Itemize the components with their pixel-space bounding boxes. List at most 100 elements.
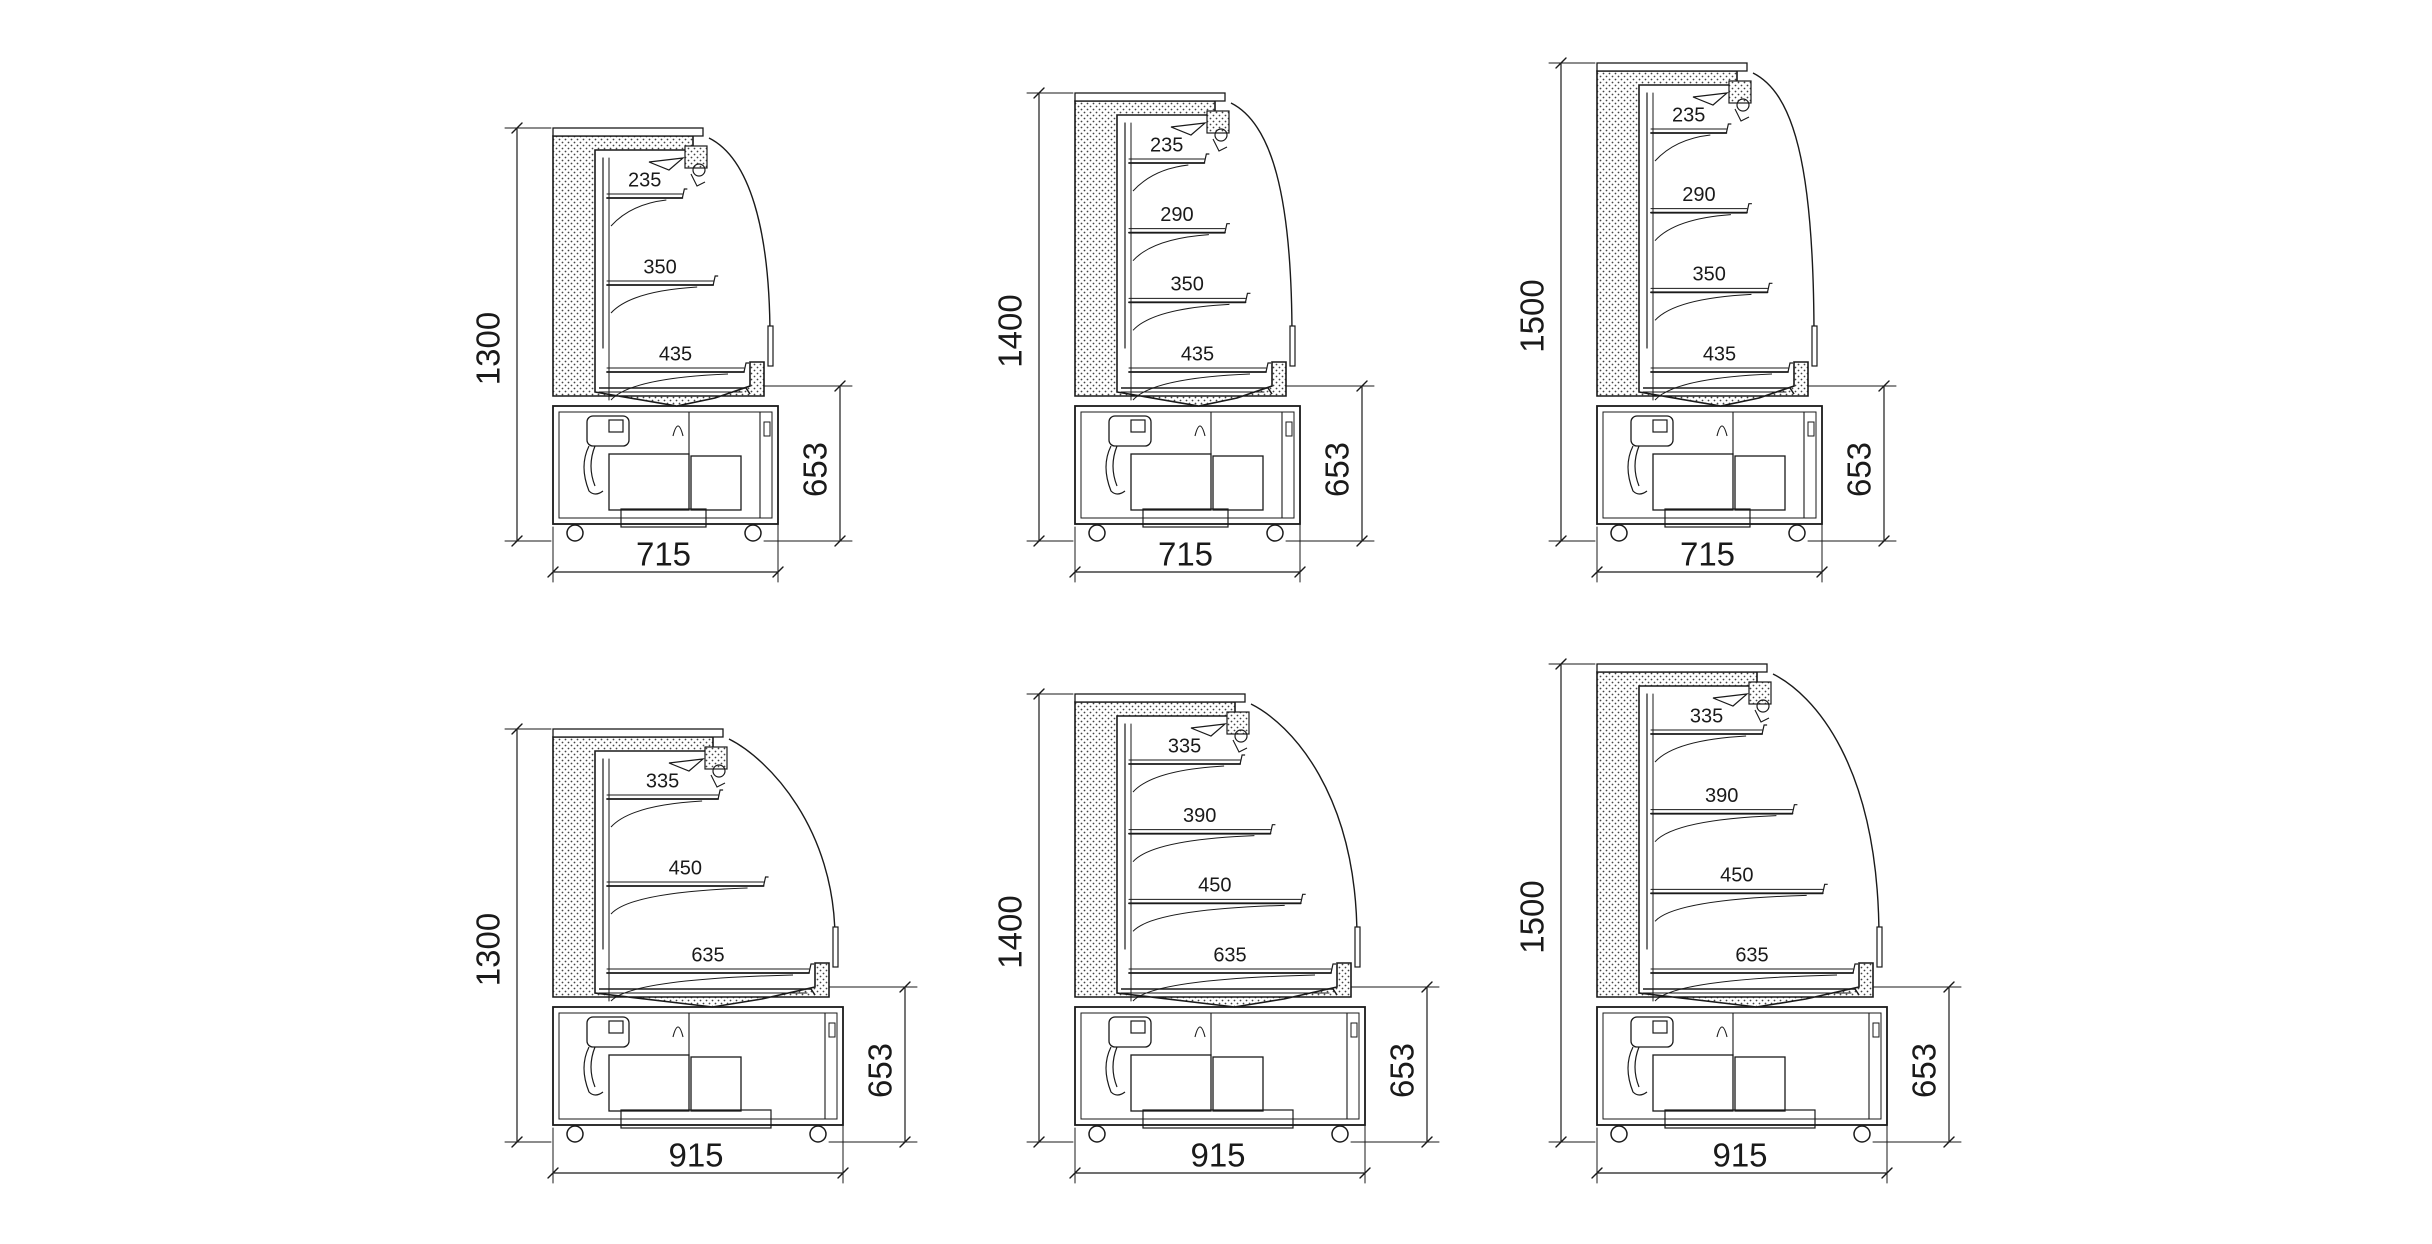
shelf-bracket bbox=[1654, 894, 1807, 922]
compressor bbox=[1627, 1016, 1674, 1096]
side-vent bbox=[763, 421, 771, 437]
condenser-unit bbox=[1652, 1054, 1734, 1112]
shelf-bracket bbox=[1654, 373, 1773, 401]
base-compartment bbox=[552, 1006, 844, 1143]
shelf-lip bbox=[681, 188, 688, 199]
base-frame bbox=[1074, 1006, 1366, 1126]
shelf-bracket bbox=[1654, 735, 1747, 763]
canopy-light bbox=[1692, 80, 1752, 122]
canopy-light bbox=[1170, 110, 1230, 152]
front-glass bbox=[728, 738, 836, 940]
depth-label: 715 bbox=[636, 536, 691, 573]
shelf-depth-label: 290 bbox=[1682, 184, 1715, 206]
shelf-lip bbox=[1300, 893, 1306, 904]
shelf-depth-label: 390 bbox=[1183, 805, 1216, 827]
base-inner-frame bbox=[1080, 1012, 1360, 1120]
base-compartment bbox=[1074, 405, 1301, 542]
condenser-unit bbox=[1130, 453, 1212, 511]
shelf-depth-label: 450 bbox=[1198, 875, 1231, 897]
shelf: 290 bbox=[1128, 204, 1230, 262]
wheel-right bbox=[1788, 524, 1806, 542]
shelf-bracket bbox=[1654, 974, 1838, 1002]
shelf-depth-label: 350 bbox=[1693, 264, 1726, 286]
wheel-left bbox=[1610, 524, 1628, 542]
shelf-bracket bbox=[1654, 134, 1711, 162]
shelf-bracket bbox=[610, 373, 729, 401]
base-frame bbox=[1596, 1006, 1888, 1126]
shelf-lip bbox=[808, 963, 814, 974]
compressor bbox=[1105, 1016, 1152, 1096]
base-inner-frame bbox=[1602, 1012, 1882, 1120]
side-vent bbox=[1350, 1022, 1358, 1038]
shelf-depth-label: 335 bbox=[1690, 705, 1723, 727]
shelf-lip bbox=[1725, 123, 1732, 134]
shelf: 390 bbox=[1128, 805, 1276, 863]
electrical-box bbox=[1212, 455, 1264, 511]
base-height-label: 653 bbox=[862, 1043, 899, 1098]
shelf-bracket bbox=[1132, 974, 1316, 1002]
shelf-lip bbox=[1852, 963, 1858, 974]
depth-label: 915 bbox=[1712, 1137, 1767, 1174]
side-vent bbox=[1285, 421, 1293, 437]
electrical-box bbox=[1734, 455, 1786, 511]
canopy-light bbox=[1190, 711, 1250, 753]
roof-plate bbox=[1596, 62, 1748, 72]
display-deck bbox=[1121, 387, 1273, 395]
shelf-depth-label: 450 bbox=[1720, 865, 1753, 887]
wheel-left bbox=[1610, 1125, 1628, 1143]
shelf: 450 bbox=[1128, 875, 1306, 932]
base-inner-frame bbox=[558, 1012, 838, 1120]
compressor bbox=[583, 415, 630, 495]
shelf: 235 bbox=[606, 169, 688, 227]
shelf-depth-label: 450 bbox=[669, 857, 702, 879]
shelf-depth-label: 635 bbox=[691, 944, 724, 966]
shelf-bracket bbox=[610, 800, 703, 828]
base-height-label: 653 bbox=[1319, 442, 1356, 497]
shelf: 235 bbox=[1128, 134, 1210, 192]
base-frame bbox=[552, 405, 779, 525]
shelf-lip bbox=[1761, 724, 1768, 735]
depth-label: 915 bbox=[668, 1137, 723, 1174]
shelf: 435 bbox=[1128, 343, 1271, 401]
shelf-lip bbox=[717, 789, 724, 800]
shelf-bracket bbox=[1132, 373, 1251, 401]
display-deck bbox=[599, 387, 751, 395]
condenser-unit bbox=[608, 453, 690, 511]
front-glass bbox=[708, 137, 771, 339]
shelf-bracket bbox=[1654, 815, 1777, 843]
display-deck bbox=[1643, 387, 1795, 395]
shelf-lip bbox=[1239, 754, 1246, 765]
display-deck bbox=[599, 988, 816, 996]
height-label: 1400 bbox=[992, 294, 1029, 367]
shelf-depth-label: 235 bbox=[1672, 104, 1705, 126]
shelf-depth-label: 350 bbox=[1171, 274, 1204, 296]
shelf-depth-label: 435 bbox=[1181, 343, 1214, 365]
front-glass bbox=[1230, 102, 1293, 339]
base-compartment bbox=[552, 405, 779, 542]
front-glass bbox=[1752, 72, 1815, 339]
shelf-lip bbox=[1766, 282, 1773, 293]
electrical-box bbox=[690, 1056, 742, 1112]
wheel-right bbox=[1853, 1125, 1871, 1143]
shelf: 350 bbox=[606, 256, 719, 314]
shelf-bracket bbox=[1132, 835, 1255, 863]
shelf: 635 bbox=[606, 944, 814, 1002]
shelf-bracket bbox=[1132, 765, 1225, 793]
display-deck bbox=[1643, 988, 1860, 996]
plinth bbox=[1664, 508, 1751, 528]
roof-plate bbox=[552, 728, 724, 738]
shelf-depth-label: 235 bbox=[628, 169, 661, 191]
base-frame bbox=[1596, 405, 1823, 525]
shelf: 450 bbox=[606, 857, 769, 915]
